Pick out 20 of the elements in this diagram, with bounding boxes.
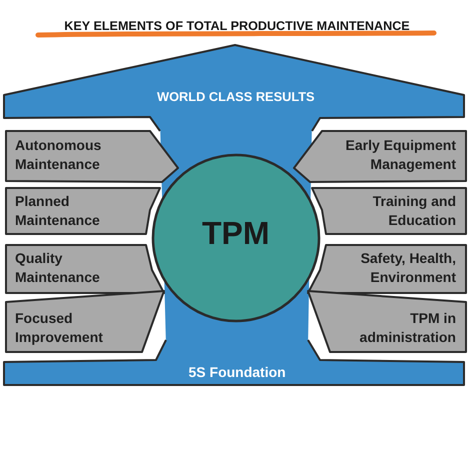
- pillar-panel: [5, 244, 166, 295]
- pillar-label: Planned Maintenance: [15, 192, 101, 230]
- pillar-label: Early Equipment Management: [344, 136, 456, 174]
- foundation-label: 5S Foundation: [188, 362, 286, 382]
- hub-circle: [151, 153, 321, 323]
- diagram-title: KEY ELEMENTS OF TOTAL PRODUCTIVE MAINTENANCE: [64, 19, 410, 33]
- pillar-panel: [5, 290, 166, 353]
- roof-band: [3, 44, 465, 132]
- pillar-label: Autonomous Maintenance: [15, 136, 102, 174]
- pillar-panel: [306, 290, 467, 353]
- pillar-label: Training and Education: [372, 192, 456, 230]
- pillar-label: Focused Improvement: [15, 309, 104, 347]
- hub-label: TPM: [202, 215, 270, 251]
- roof-label: WORLD CLASS RESULTS: [157, 88, 315, 106]
- pillar-label: Safety, Health, Environment: [360, 249, 456, 287]
- pillar-panel: [310, 187, 467, 236]
- pillar-label: Quality Maintenance: [15, 249, 101, 287]
- pillar-panel: [306, 244, 467, 295]
- pillar-panel: [5, 187, 162, 236]
- pillar-label: TPM in administration: [358, 309, 456, 347]
